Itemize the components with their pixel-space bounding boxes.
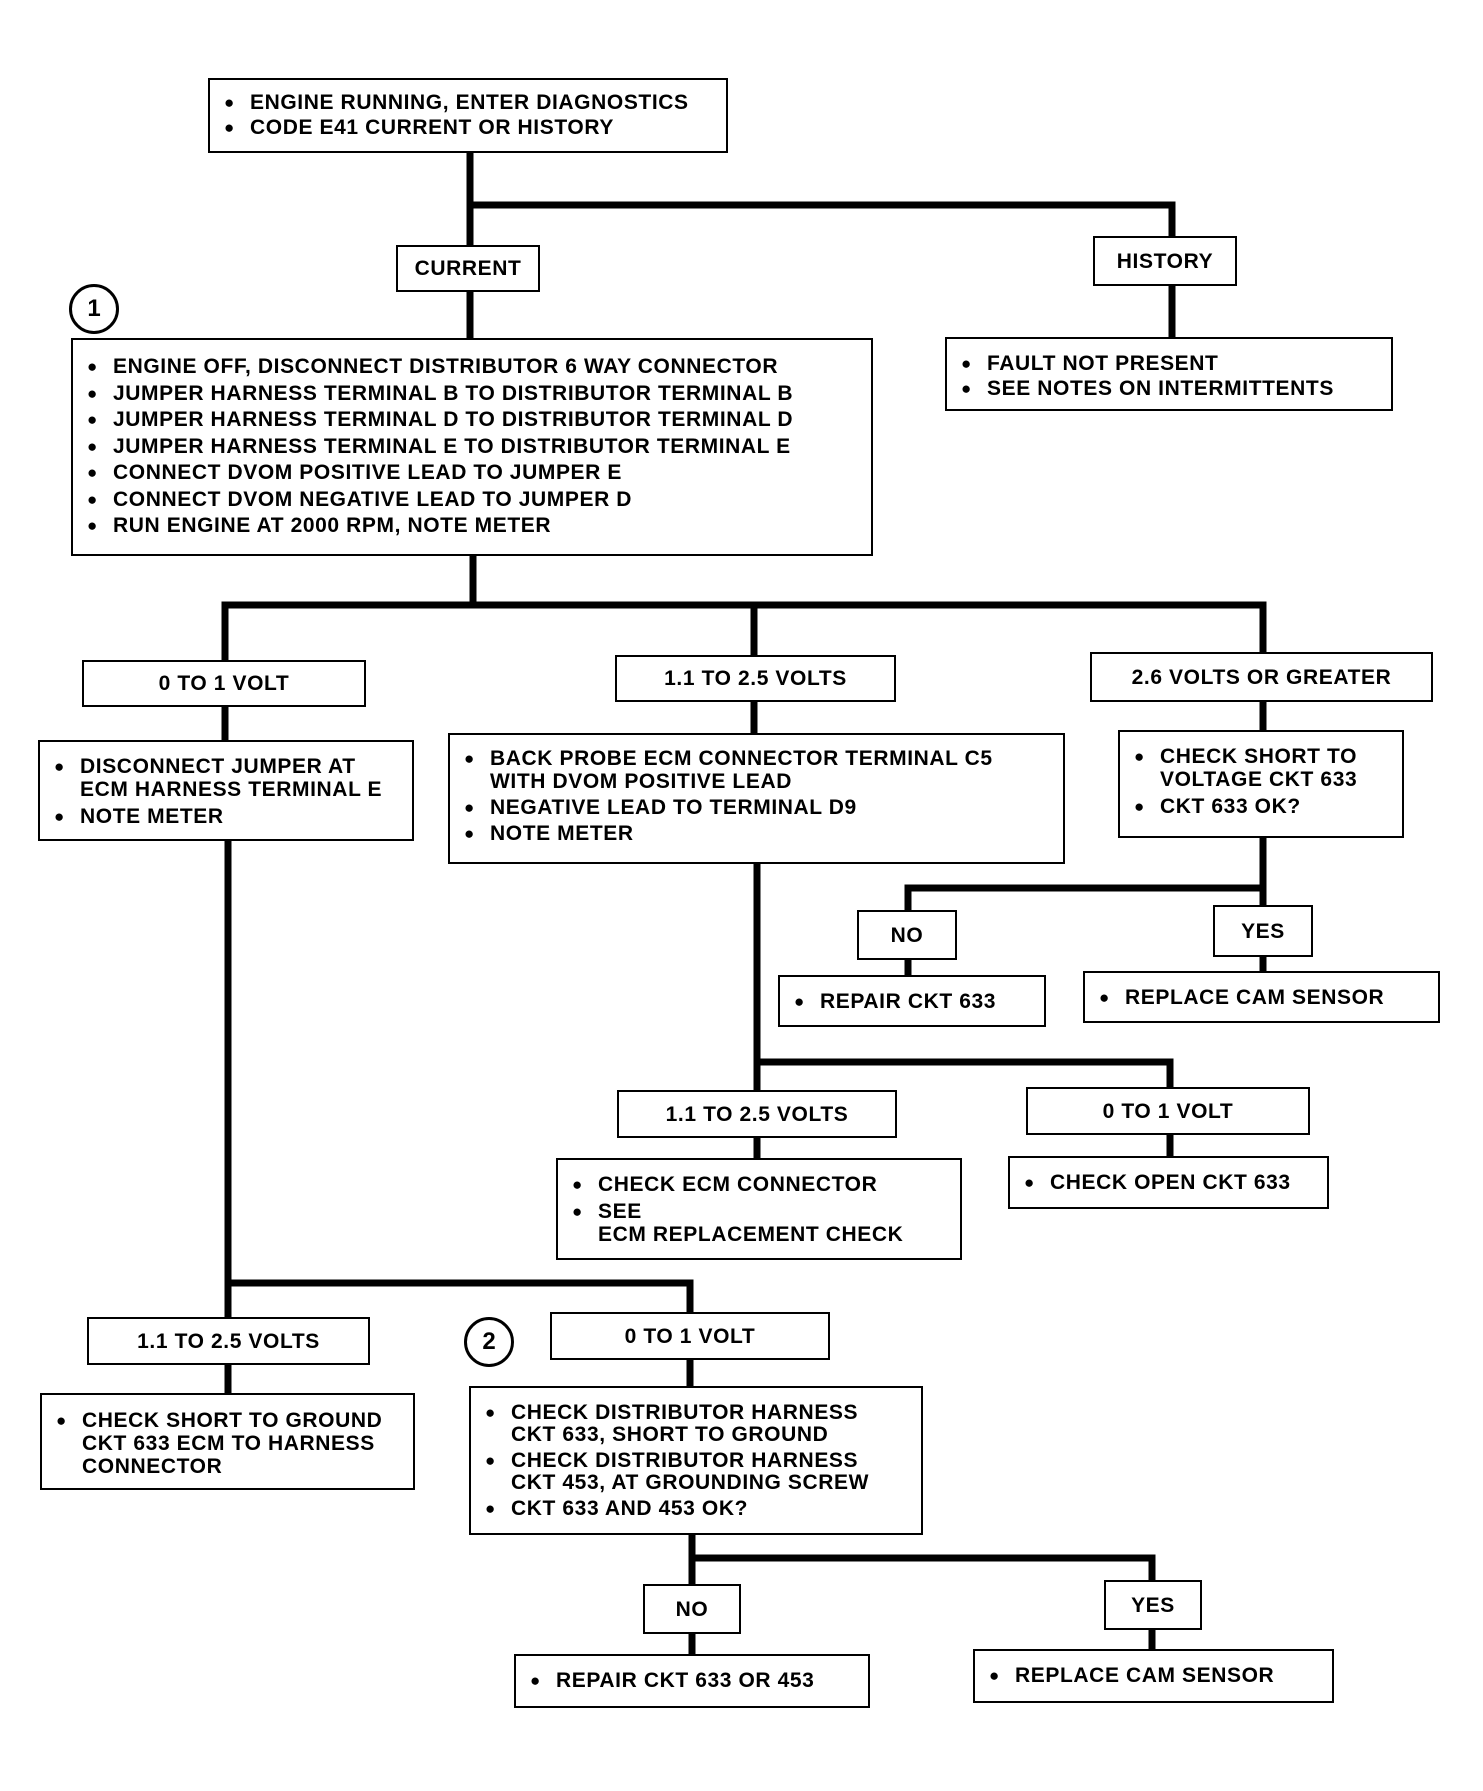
high-no-result-box: REPAIR CKT 633 bbox=[778, 975, 1046, 1027]
low-sub-mid-label: 1.1 TO 2.5 VOLTS bbox=[87, 1317, 370, 1365]
high-step-box: CHECK SHORT TO VOLTAGE CKT 633 CKT 633 O… bbox=[1118, 730, 1404, 838]
mid-sub-low-label: 0 TO 1 VOLT bbox=[1026, 1087, 1310, 1135]
history-result-item: FAULT NOT PRESENT bbox=[961, 351, 1379, 376]
step1-item: ENGINE OFF, DISCONNECT DISTRIBUTOR 6 WAY… bbox=[87, 354, 859, 381]
step1-item: JUMPER HARNESS TERMINAL E TO DISTRIBUTOR… bbox=[87, 434, 859, 461]
low-sub-low-label: 0 TO 1 VOLT bbox=[550, 1312, 830, 1360]
history-result-item: SEE NOTES ON INTERMITTENTS bbox=[961, 376, 1379, 401]
high-yes-label: YES bbox=[1213, 905, 1313, 957]
mid-step-item: NOTE METER bbox=[464, 822, 1051, 845]
current-label: CURRENT bbox=[396, 245, 540, 292]
step1-item: CONNECT DVOM POSITIVE LEAD TO JUMPER E bbox=[87, 460, 859, 487]
low-sub-mid-result-item: CHECK SHORT TO GROUND CKT 633 ECM TO HAR… bbox=[56, 1409, 401, 1478]
high-no-result-item: REPAIR CKT 633 bbox=[794, 989, 1032, 1014]
step2-item: CKT 633 AND 453 OK? bbox=[485, 1498, 909, 1521]
high-step-item: CKT 633 OK? bbox=[1134, 795, 1390, 818]
low-step-item: DISCONNECT JUMPER AT ECM HARNESS TERMINA… bbox=[54, 755, 400, 801]
step2-item: CHECK DISTRIBUTOR HARNESS CKT 633, SHORT… bbox=[485, 1402, 909, 1446]
mid-step-item: BACK PROBE ECM CONNECTOR TERMINAL C5 WIT… bbox=[464, 747, 1051, 793]
connector-mid-split bbox=[753, 1058, 1174, 1092]
mid-sub-low-result-item: CHECK OPEN CKT 633 bbox=[1024, 1170, 1315, 1195]
mid-sub-mid-result-item: SEE ECM REPLACEMENT CHECK bbox=[572, 1200, 948, 1246]
branch-mid-label: 1.1 TO 2.5 VOLTS bbox=[615, 655, 896, 702]
history-label: HISTORY bbox=[1093, 236, 1237, 286]
low-step-box: DISCONNECT JUMPER AT ECM HARNESS TERMINA… bbox=[38, 740, 414, 841]
connector-low-split bbox=[224, 1279, 694, 1319]
mid-step-item: NEGATIVE LEAD TO TERMINAL D9 bbox=[464, 796, 1051, 819]
step1-item: JUMPER HARNESS TERMINAL B TO DISTRIBUTOR… bbox=[87, 381, 859, 408]
low-step-item: NOTE METER bbox=[54, 805, 400, 828]
high-yes-result-item: REPLACE CAM SENSOR bbox=[1099, 985, 1426, 1010]
step2-yes-label: YES bbox=[1104, 1580, 1202, 1630]
step2-box: CHECK DISTRIBUTOR HARNESS CKT 633, SHORT… bbox=[469, 1386, 923, 1535]
high-yes-result-box: REPLACE CAM SENSOR bbox=[1083, 971, 1440, 1023]
connector-high-split bbox=[904, 831, 1267, 916]
branch-high-label: 2.6 VOLTS OR GREATER bbox=[1090, 652, 1433, 702]
connector-step2-split bbox=[688, 1528, 1156, 1586]
mid-sub-low-result-box: CHECK OPEN CKT 633 bbox=[1008, 1156, 1329, 1209]
step2-no-result-box: REPAIR CKT 633 OR 453 bbox=[514, 1654, 870, 1708]
start-item: ENGINE RUNNING, ENTER DIAGNOSTICS bbox=[224, 90, 714, 115]
step1-box: ENGINE OFF, DISCONNECT DISTRIBUTOR 6 WAY… bbox=[71, 338, 873, 556]
branch-low-label: 0 TO 1 VOLT bbox=[82, 660, 366, 707]
step2-no-result-item: REPAIR CKT 633 OR 453 bbox=[530, 1668, 856, 1693]
mid-step-box: BACK PROBE ECM CONNECTOR TERMINAL C5 WIT… bbox=[448, 733, 1065, 864]
high-no-label: NO bbox=[857, 910, 957, 960]
mid-sub-mid-result-box: CHECK ECM CONNECTOR SEE ECM REPLACEMENT … bbox=[556, 1158, 962, 1260]
step1-marker: 1 bbox=[69, 284, 119, 334]
step2-marker: 2 bbox=[464, 1317, 514, 1367]
history-result-box: FAULT NOT PRESENT SEE NOTES ON INTERMITT… bbox=[945, 337, 1393, 411]
low-sub-mid-result-box: CHECK SHORT TO GROUND CKT 633 ECM TO HAR… bbox=[40, 1393, 415, 1490]
high-step-item: CHECK SHORT TO VOLTAGE CKT 633 bbox=[1134, 745, 1390, 791]
mid-sub-mid-result-item: CHECK ECM CONNECTOR bbox=[572, 1173, 948, 1196]
step2-yes-result-item: REPLACE CAM SENSOR bbox=[989, 1663, 1320, 1688]
step1-item: JUMPER HARNESS TERMINAL D TO DISTRIBUTOR… bbox=[87, 407, 859, 434]
step2-item: CHECK DISTRIBUTOR HARNESS CKT 453, AT GR… bbox=[485, 1450, 909, 1494]
step1-item: RUN ENGINE AT 2000 RPM, NOTE METER bbox=[87, 513, 859, 540]
start-item: CODE E41 CURRENT OR HISTORY bbox=[224, 115, 714, 140]
connector-start-split bbox=[466, 201, 1176, 244]
step2-yes-result-box: REPLACE CAM SENSOR bbox=[973, 1649, 1334, 1703]
step2-no-label: NO bbox=[643, 1584, 741, 1634]
step1-item: CONNECT DVOM NEGATIVE LEAD TO JUMPER D bbox=[87, 487, 859, 514]
mid-sub-mid-label: 1.1 TO 2.5 VOLTS bbox=[617, 1090, 897, 1138]
start-box: ENGINE RUNNING, ENTER DIAGNOSTICS CODE E… bbox=[208, 78, 728, 153]
